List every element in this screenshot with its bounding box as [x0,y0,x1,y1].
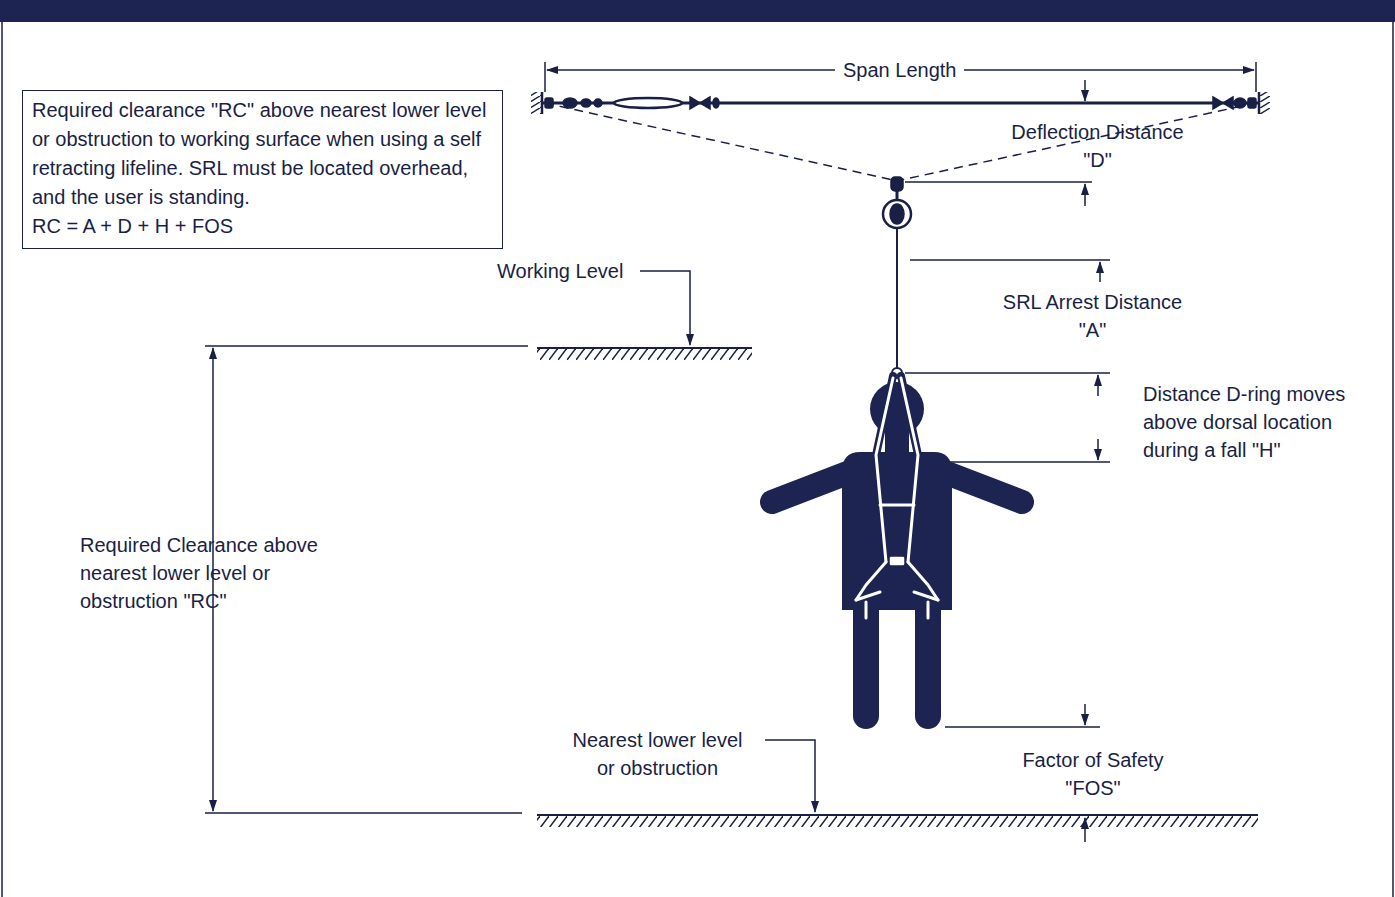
dimension-line [905,372,1110,374]
lower-level-line [537,814,1258,816]
dimension-label: Deflection Distance "D" [1000,118,1195,174]
dimension-label: SRL Arrest Distance "A" [995,288,1190,344]
dimension-line [905,181,1092,183]
extension-line [544,62,546,92]
harness [856,376,938,618]
dimension-label: Required Clearance above nearest lower l… [80,531,350,615]
deflected-lifeline [545,103,893,180]
dimension-arrow [1084,184,1086,206]
working-level-hatch [537,348,752,360]
dimension-arrow [1099,262,1101,282]
dimension-arrow [1084,704,1086,725]
header-bar [0,0,1395,22]
extension-line [1255,62,1257,92]
working-level-line [537,347,752,349]
leader-line [765,740,815,812]
dimension-arrow [1084,80,1086,101]
wall-anchor [531,92,541,114]
extension-line [205,812,522,814]
dimension-arrow [1097,439,1099,460]
level-label: Nearest lower level or obstruction [565,726,750,782]
dimension-label: Distance D-ring moves above dorsal locat… [1143,380,1383,464]
note-text: Required clearance "RC" above nearest lo… [32,96,493,212]
extension-line [205,345,528,347]
wall-anchor [1260,92,1270,114]
level-label: Working Level [497,257,623,285]
frame-line [1,22,3,897]
dimension-line [945,726,1100,728]
dimension-line [910,259,1110,261]
formula-text: RC = A + D + H + FOS [32,212,493,241]
dimension-line [945,461,1110,463]
worker-figure [772,382,1022,716]
lifeline-hardware [545,97,1256,109]
dimension-label: Factor of Safety "FOS" [1008,746,1178,802]
dimension-arrow [1097,375,1099,396]
srl-device [883,177,911,378]
lower-level-hatch [537,815,1258,827]
note-box: Required clearance "RC" above nearest lo… [22,90,503,249]
frame-line [1392,22,1394,897]
deflected-lifeline [901,103,1256,180]
leader-line [640,271,690,345]
dimension-label: Span Length [835,56,964,84]
